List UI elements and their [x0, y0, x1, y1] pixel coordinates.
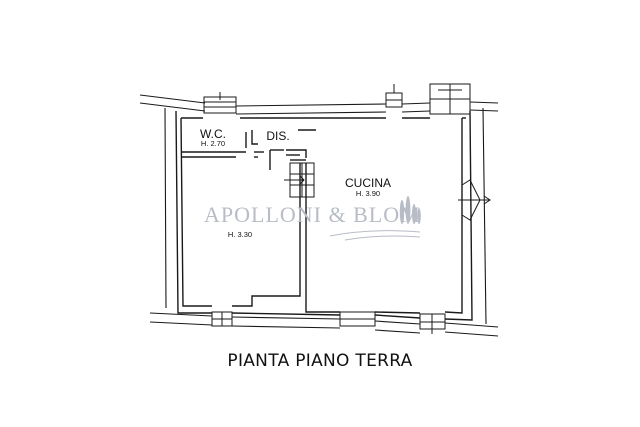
wc-room-height: H. 2.70 [201, 139, 225, 148]
plan-caption: PIANTA PIANO TERRA [227, 351, 413, 371]
windows [203, 83, 491, 334]
cucina-room-name: CUCINA [345, 176, 391, 190]
hills-logo-icon [329, 230, 421, 241]
cucina-room-height: H. 3.90 [356, 189, 380, 198]
cypress-logo-icon [399, 196, 421, 224]
left-room-height: H. 3.30 [228, 230, 252, 239]
watermark: APOLLONI & BLOM [204, 196, 421, 241]
stair-element [284, 162, 315, 198]
watermark-text: APOLLONI & BLOM [204, 202, 421, 227]
wc-room-name: W.C. [200, 127, 226, 141]
dis-room-name: DIS. [266, 129, 289, 143]
boundary-lines [139, 94, 499, 337]
walls [175, 110, 473, 321]
